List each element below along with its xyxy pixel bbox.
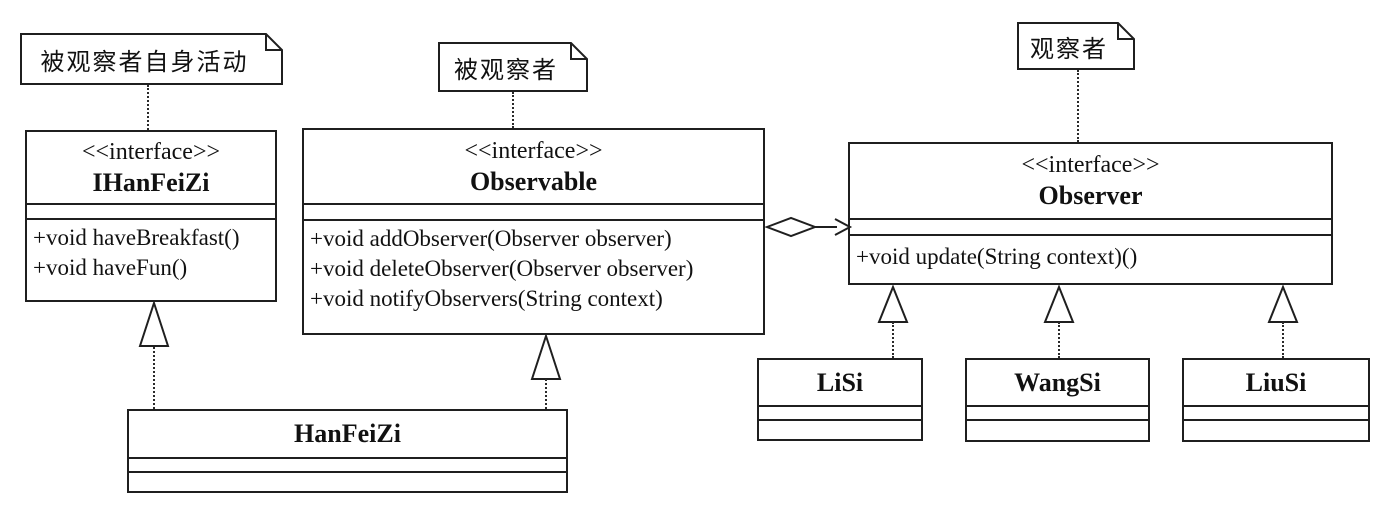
interface-ihanfeizi: <<interface>> IHanFeiZi +void haveBreakf…	[25, 130, 277, 302]
realization-line	[153, 347, 155, 409]
methods-compartment: +void haveBreakfast() +void haveFun()	[27, 218, 275, 300]
stereotype-label: <<interface>>	[1021, 152, 1160, 178]
method-entry: +void haveBreakfast()	[33, 225, 240, 250]
realization-line	[892, 322, 894, 358]
interface-name: Observable	[469, 166, 598, 196]
methods-compartment	[967, 419, 1148, 440]
method-entry: +void deleteObserver(Observer observer)	[310, 256, 694, 281]
interface-name: Observer	[1038, 181, 1143, 210]
note-shape	[1017, 22, 1135, 70]
attributes-compartment	[759, 405, 921, 419]
methods-compartment: +void addObserver(Observer observer) +vo…	[304, 219, 763, 333]
note-shape	[438, 42, 588, 92]
note-connector-line	[147, 85, 149, 130]
note-observer: 观察者	[1017, 22, 1135, 70]
stereotype-label: <<interface>>	[464, 137, 603, 164]
stereotype-label: <<interface>>	[81, 138, 221, 165]
methods-compartment	[129, 471, 566, 491]
note-observed-activity: 被观察者自身活动	[20, 33, 283, 85]
interface-observer: <<interface>> Observer +void update(Stri…	[848, 142, 1333, 285]
method-entry: +void haveFun()	[33, 255, 188, 280]
realization-triangle-icon	[138, 301, 170, 347]
note-connector-line	[512, 92, 514, 128]
methods-compartment	[759, 419, 921, 439]
attributes-compartment	[304, 203, 763, 219]
realization-triangle-icon	[530, 334, 562, 380]
realization-line	[1058, 322, 1060, 358]
attributes-compartment	[850, 218, 1331, 234]
note-text: 观察者	[1030, 36, 1108, 63]
class-name: LiSi	[816, 367, 864, 397]
attributes-compartment	[1184, 405, 1368, 419]
class-wangsi: WangSi	[965, 358, 1150, 442]
interface-observable: <<interface>> Observable +void addObserv…	[302, 128, 765, 335]
method-entry: +void notifyObservers(String context)	[310, 286, 663, 311]
note-text: 被观察者	[454, 57, 558, 84]
class-name: HanFeiZi	[294, 419, 401, 448]
methods-compartment: +void update(String context)()	[850, 234, 1331, 283]
realization-triangle-icon	[877, 285, 909, 323]
class-name: LiuSi	[1245, 367, 1307, 397]
class-name: WangSi	[1014, 367, 1101, 397]
methods-compartment	[1184, 419, 1368, 440]
method-entry: +void update(String context)()	[856, 244, 1138, 269]
note-connector-line	[1077, 70, 1079, 142]
attributes-compartment	[967, 405, 1148, 419]
class-hanfeizi: HanFeiZi	[127, 409, 568, 493]
realization-triangle-icon	[1267, 285, 1299, 323]
attributes-compartment	[129, 457, 566, 471]
attributes-compartment	[27, 203, 275, 218]
realization-line	[1282, 322, 1284, 358]
class-liusi: LiuSi	[1182, 358, 1370, 442]
realization-line	[545, 379, 547, 409]
interface-name: IHanFeiZi	[92, 167, 210, 197]
realization-triangle-icon	[1043, 285, 1075, 323]
method-entry: +void addObserver(Observer observer)	[310, 226, 672, 251]
class-lisi: LiSi	[757, 358, 923, 441]
note-observed: 被观察者	[438, 42, 588, 92]
aggregation-diamond-arrow-icon	[764, 216, 853, 238]
note-shape	[20, 33, 283, 85]
note-text: 被观察者自身活动	[40, 49, 249, 76]
